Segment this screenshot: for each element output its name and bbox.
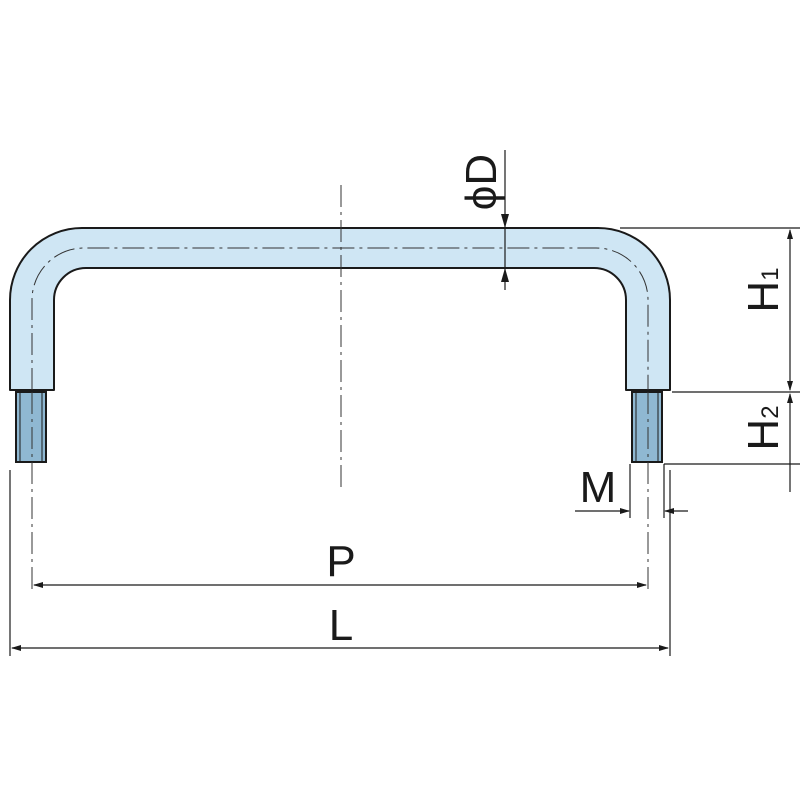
d-arrow-bottom [501,268,509,282]
tube-centerline [31,247,649,390]
right-thread-stud [631,391,663,463]
l-label: L [329,601,353,650]
d-label: ϕD [457,154,506,210]
svg-text:H2: H2 [739,405,788,450]
h2-label: H2 [739,405,788,450]
h1-label: H1 [739,267,788,312]
svg-text:ϕD: ϕD [457,154,506,210]
p-label: P [326,537,355,586]
svg-text:H1: H1 [739,267,788,312]
m-label: M [580,463,617,512]
left-thread-stud [15,391,47,463]
handle-body [9,227,671,391]
d-arrow-top [501,214,509,228]
